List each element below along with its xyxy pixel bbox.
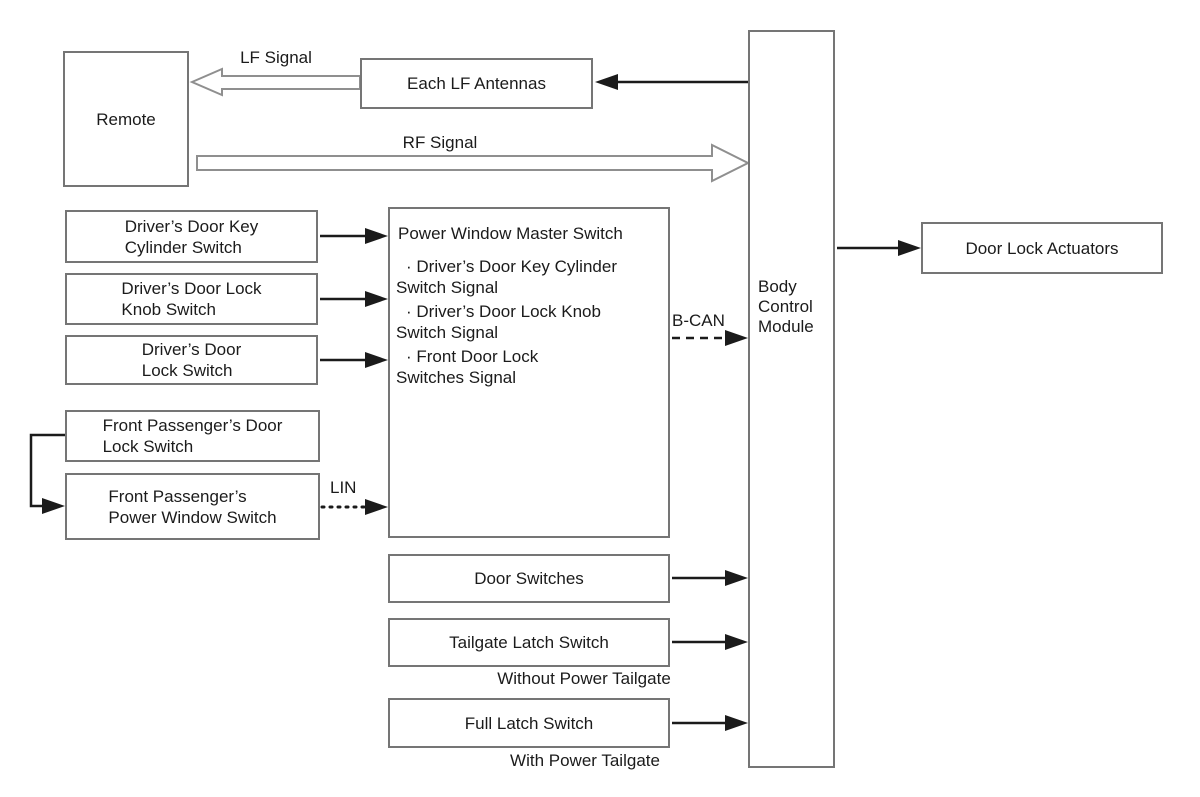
wire-door-switches-to-bcm [672, 570, 748, 586]
master-switch-signal-item: · Driver’s Door Key Cylinder Switch Sign… [396, 256, 662, 298]
node-body-control-module: Body Control Module [748, 30, 835, 768]
node-tailgate-latch-switch-label: Tailgate Latch Switch [449, 633, 609, 652]
node-door-lock-actuators: Door Lock Actuators [921, 222, 1163, 274]
node-remote: Remote [63, 51, 189, 187]
node-remote-label: Remote [96, 109, 156, 129]
signal-line: Switches Signal [396, 368, 517, 387]
node-driver-door-lock-knob-switch-label: Driver’s Door Lock Knob Switch [121, 279, 262, 319]
wire-lf-signal-hollow-arrow [189, 67, 361, 97]
label-with-power-tailgate: With Power Tailgate [510, 751, 660, 770]
master-switch-signal-item: · Front Door Lock Switches Signal [396, 346, 662, 388]
node-power-window-master-switch: Power Window Master Switch · Driver’s Do… [388, 207, 670, 538]
wire-lin-dotted [320, 499, 388, 515]
wire-tailgate-latch-to-bcm [672, 634, 748, 650]
label-b-can: B-CAN [672, 311, 725, 330]
node-front-passenger-power-window-switch: Front Passenger’s Power Window Switch [65, 473, 320, 540]
wire-fp-lock-to-fp-window [29, 433, 65, 514]
label-without-power-tailgate: Without Power Tailgate [497, 669, 671, 688]
node-tailgate-latch-switch: Tailgate Latch Switch [388, 618, 670, 667]
signal-line: Switch Signal [396, 278, 499, 297]
wire-bcm-to-antennas [595, 74, 748, 90]
node-front-passenger-door-lock-switch-label: Front Passenger’s Door Lock Switch [102, 416, 283, 456]
node-driver-door-key-cylinder-switch: Driver’s Door Key Cylinder Switch [65, 210, 318, 263]
wire-bcm-to-actuators [837, 240, 921, 256]
signal-line: Switch Signal [396, 323, 499, 342]
master-switch-signal-item: · Driver’s Door Lock Knob Switch Signal [396, 301, 662, 343]
node-each-lf-antennas: Each LF Antennas [360, 58, 593, 109]
node-driver-door-lock-knob-switch: Driver’s Door Lock Knob Switch [65, 273, 318, 325]
node-body-control-module-label: Body Control Module [758, 277, 814, 336]
wire-driver-key-to-master [320, 228, 388, 244]
node-front-passenger-power-window-switch-label: Front Passenger’s Power Window Switch [108, 486, 277, 527]
signal-line: · Driver’s Door Lock Knob [406, 302, 601, 321]
wire-driver-lock-to-master [320, 352, 388, 368]
label-lf-signal: LF Signal [240, 48, 312, 67]
wire-full-latch-to-bcm [672, 715, 748, 731]
signal-line: · Front Door Lock [406, 347, 539, 366]
wire-driver-knob-to-master [320, 291, 388, 307]
node-door-switches-label: Door Switches [474, 569, 584, 588]
node-driver-door-key-cylinder-switch-label: Driver’s Door Key Cylinder Switch [124, 216, 259, 257]
wire-rf-signal-hollow-arrow [196, 143, 751, 183]
node-full-latch-switch: Full Latch Switch [388, 698, 670, 748]
signal-line: · Driver’s Door Key Cylinder [406, 257, 617, 276]
label-rf-signal: RF Signal [402, 133, 478, 152]
node-each-lf-antennas-label: Each LF Antennas [407, 74, 546, 93]
node-driver-door-lock-switch: Driver’s Door Lock Switch [65, 335, 318, 385]
node-driver-door-lock-switch-label: Driver’s Door Lock Switch [141, 340, 242, 380]
master-switch-title: Power Window Master Switch [398, 224, 623, 243]
node-door-lock-actuators-label: Door Lock Actuators [965, 238, 1119, 258]
node-full-latch-switch-label: Full Latch Switch [464, 713, 594, 733]
node-door-switches: Door Switches [388, 554, 670, 603]
label-lin: LIN [330, 478, 357, 497]
wire-bcan-dashed [672, 330, 748, 346]
node-front-passenger-door-lock-switch: Front Passenger’s Door Lock Switch [65, 410, 320, 462]
